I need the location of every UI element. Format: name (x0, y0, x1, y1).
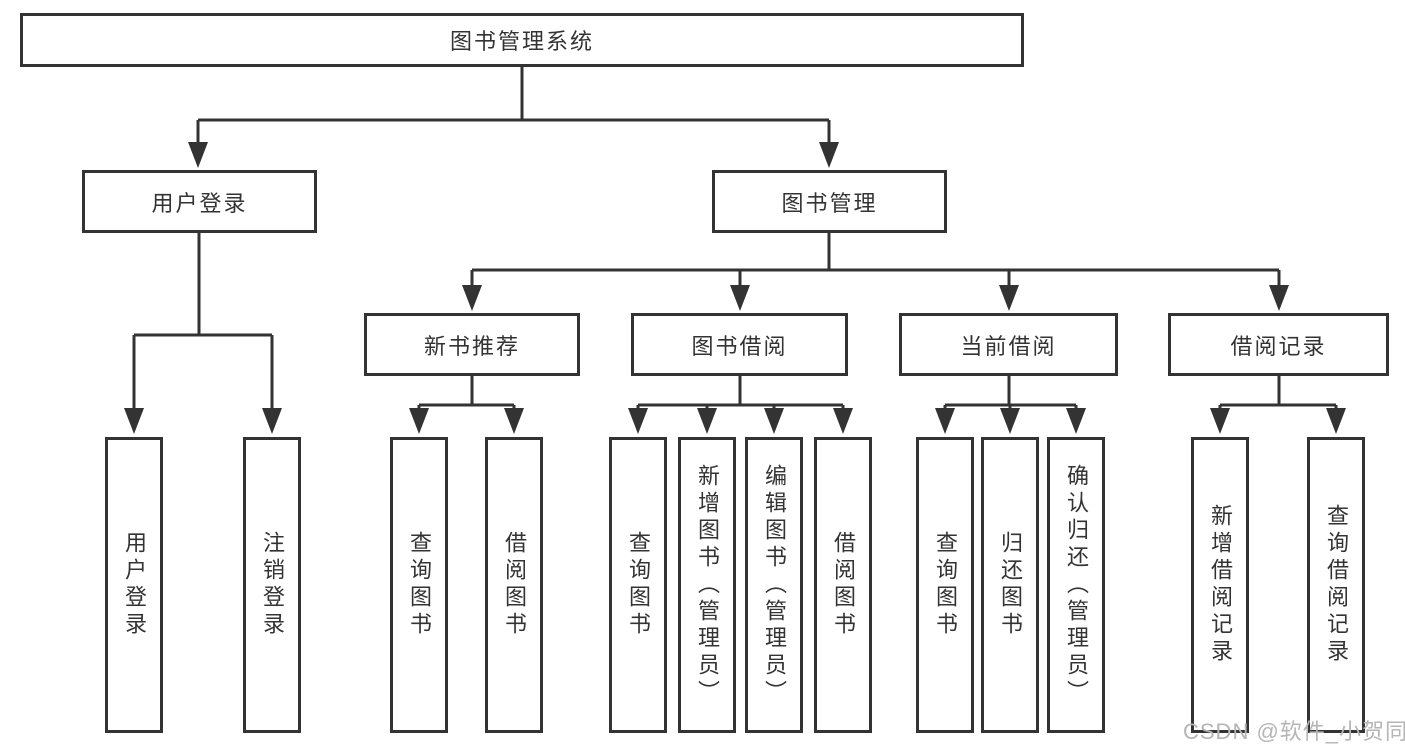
leaf-add-borrow-record: 新增借阅记录 (1191, 437, 1249, 733)
node-current-borrowing: 当前借阅 (899, 313, 1118, 376)
leaf-borrow-books-borrowing: 借阅图书 (814, 437, 872, 733)
leaf-edit-book-admin: 编辑图书（管理员） (745, 437, 803, 733)
node-library-management-system: 图书管理系统 (20, 13, 1024, 67)
leaf-add-book-admin: 新增图书（管理员） (678, 437, 736, 733)
node-book-borrowing: 图书借阅 (631, 313, 848, 376)
connector-arrowheads (124, 142, 1346, 434)
leaf-query-books-current: 查询图书 (916, 437, 974, 733)
node-user-login: 用户登录 (82, 170, 317, 233)
csdn-watermark: CSDN @软件_小贺同学 (1183, 719, 1405, 744)
leaf-borrow-books-recommend: 借阅图书 (485, 437, 543, 733)
leaf-confirm-return-admin: 确认归还（管理员） (1047, 437, 1105, 733)
leaf-user-login: 用户登录 (105, 437, 163, 733)
leaf-logout: 注销登录 (243, 437, 301, 733)
leaf-query-books-recommend: 查询图书 (390, 437, 448, 733)
node-book-management: 图书管理 (712, 170, 947, 233)
leaf-query-borrow-record: 查询借阅记录 (1307, 437, 1365, 733)
leaf-return-book: 归还图书 (981, 437, 1039, 733)
connector-lines (132, 67, 1338, 410)
node-new-book-recommendation: 新书推荐 (364, 313, 580, 376)
node-borrowing-records: 借阅记录 (1168, 313, 1389, 376)
leaf-query-books-borrowing: 查询图书 (609, 437, 667, 733)
